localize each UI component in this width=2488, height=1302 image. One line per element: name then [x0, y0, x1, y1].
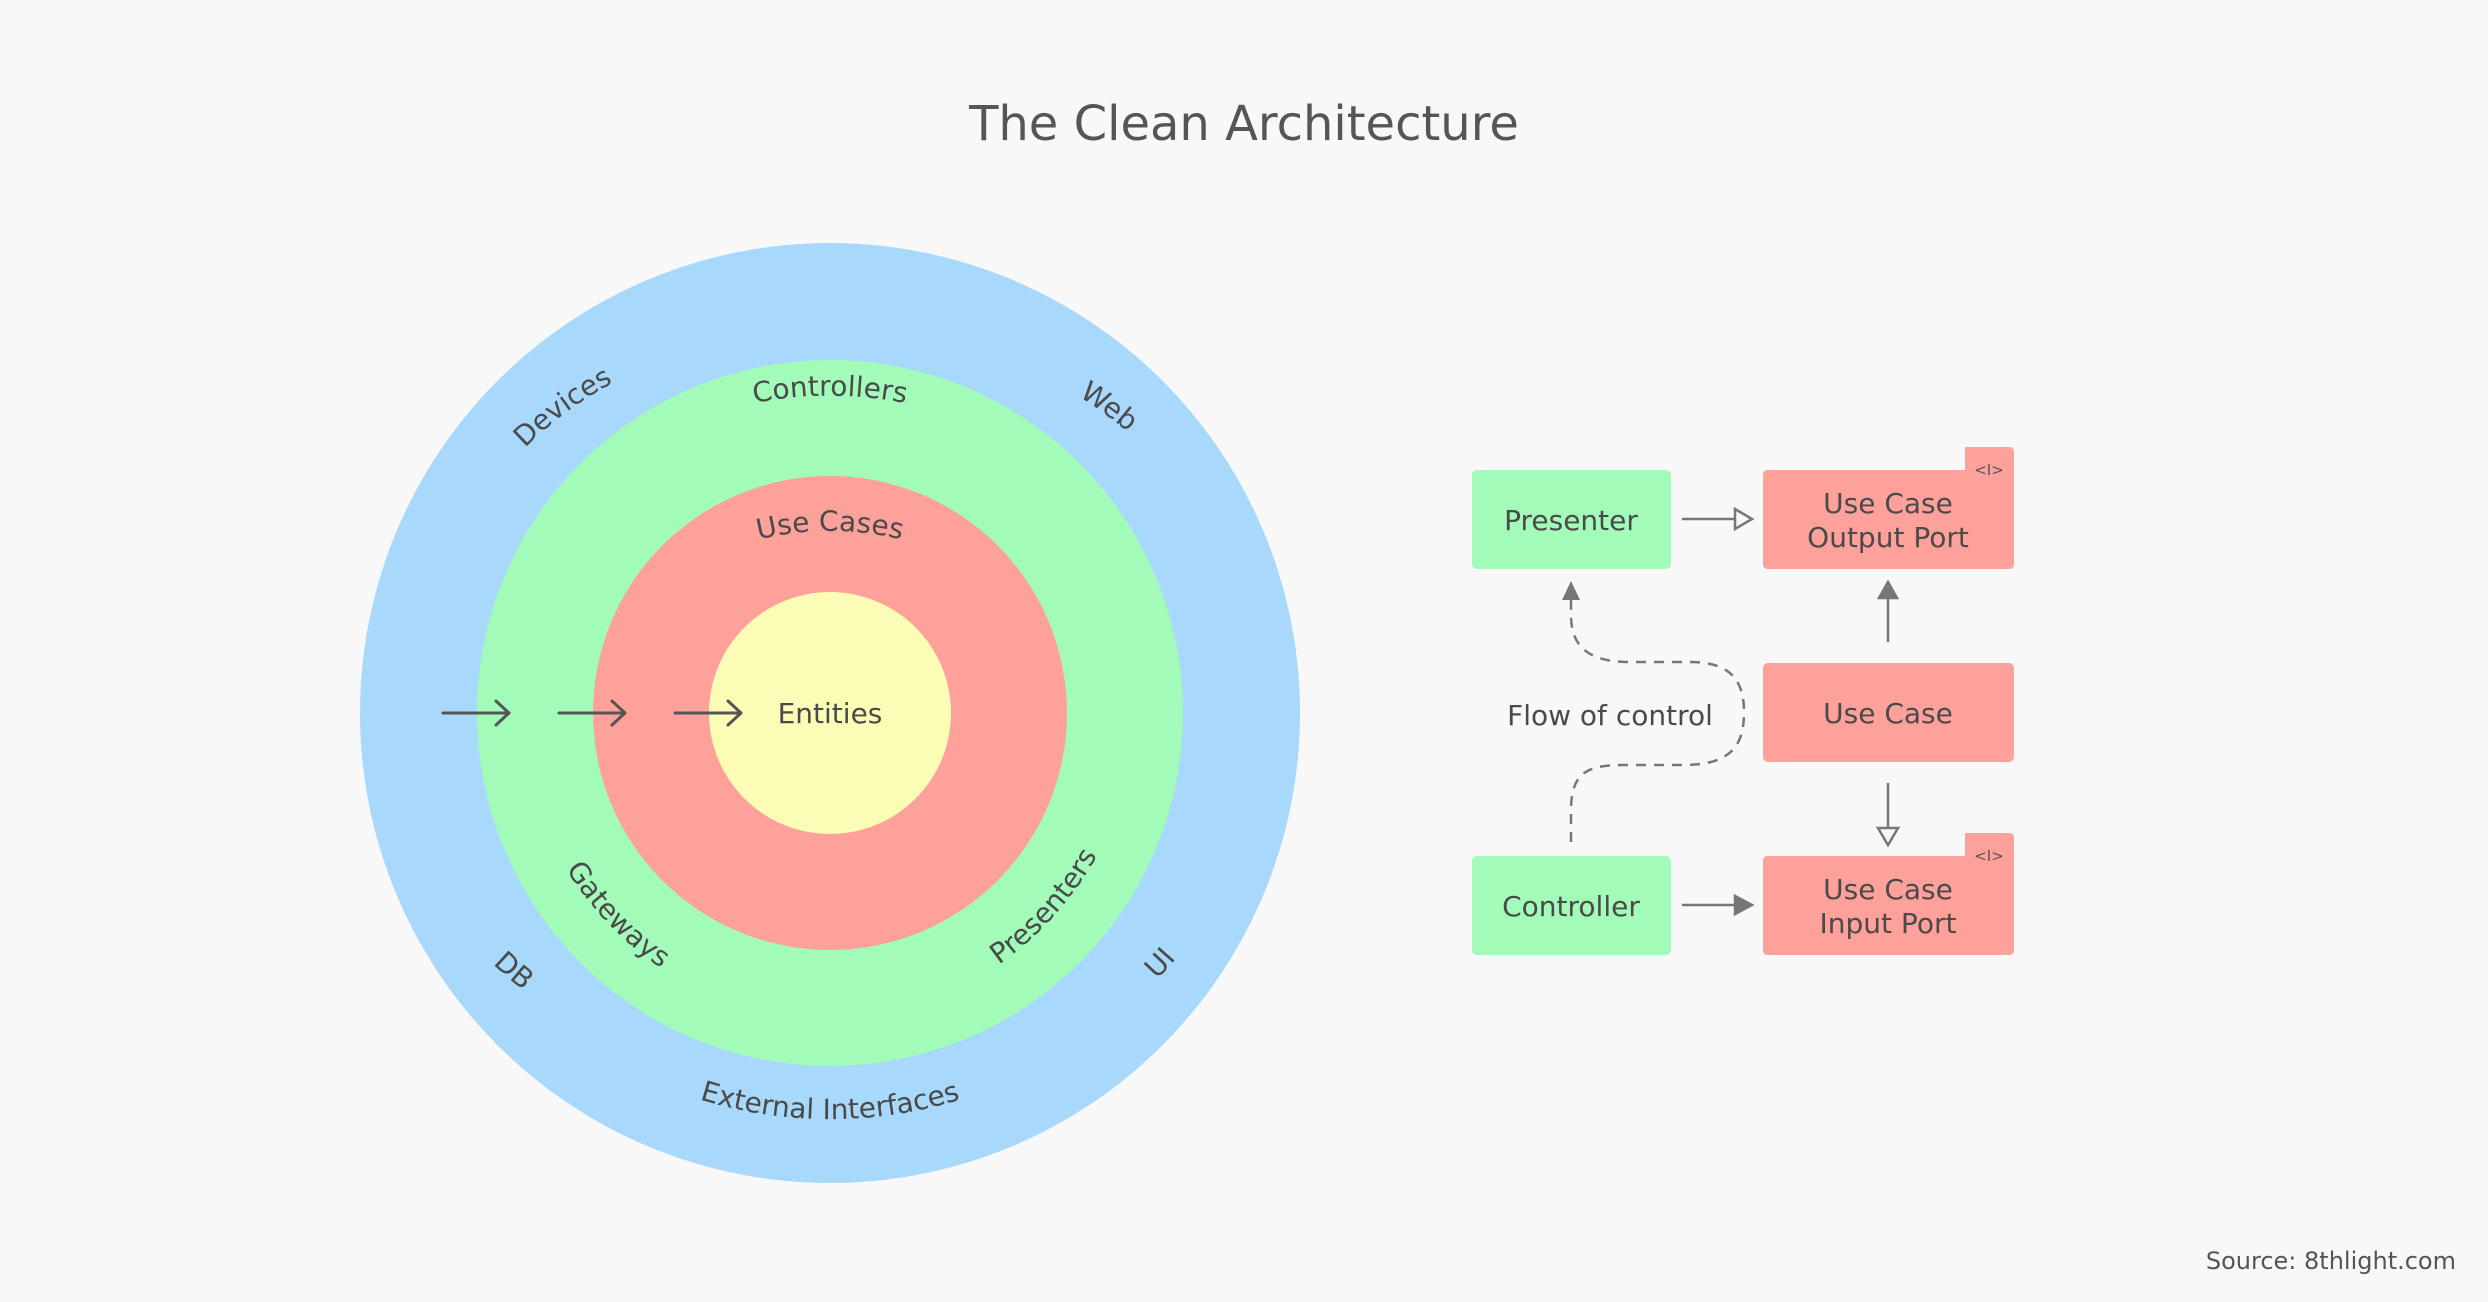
input-port-box: <I> Use Case Input Port: [1763, 833, 2014, 955]
input-port-line1: Use Case: [1823, 873, 1953, 906]
implements-arrow: [1682, 506, 1755, 532]
controller-label: Controller: [1502, 890, 1640, 923]
interface-tag: <I>: [1974, 461, 2004, 479]
output-port-line1: Use Case: [1823, 487, 1953, 520]
use-case-label: Use Case: [1823, 697, 1953, 730]
architecture-rings: [360, 243, 1300, 1183]
dependency-arrows: [441, 699, 743, 727]
output-port-box: <I> Use Case Output Port: [1763, 447, 2014, 569]
presenter-box: Presenter: [1472, 470, 1671, 569]
use-case-to-output-arrow: [1876, 579, 1900, 642]
flow-of-control-path: [1562, 581, 1746, 842]
dependency-arrow: [557, 699, 627, 727]
interface-tag: <I>: [1974, 847, 2004, 865]
output-port-line2: Output Port: [1807, 521, 1969, 554]
dependency-arrow: [673, 699, 743, 727]
input-port-line2: Input Port: [1820, 907, 1957, 940]
controller-to-input-arrow: [1682, 893, 1755, 917]
presenter-label: Presenter: [1504, 504, 1638, 537]
controller-box: Controller: [1472, 856, 1671, 955]
flow-arrows: [1682, 506, 1901, 917]
entities-core: [709, 592, 951, 834]
entities-label: Entities: [778, 697, 883, 730]
dependency-arrow: [441, 699, 511, 727]
implements-arrow: [1875, 783, 1901, 848]
page-title: The Clean Architecture: [968, 96, 1519, 152]
source-credit: Source: 8thlight.com: [2206, 1247, 2456, 1275]
flow-of-control-label: Flow of control: [1507, 699, 1713, 732]
flow-arrowhead: [1562, 581, 1580, 600]
flow-label-backdrop: [1498, 690, 1724, 734]
use-case-box: Use Case: [1763, 663, 2014, 762]
